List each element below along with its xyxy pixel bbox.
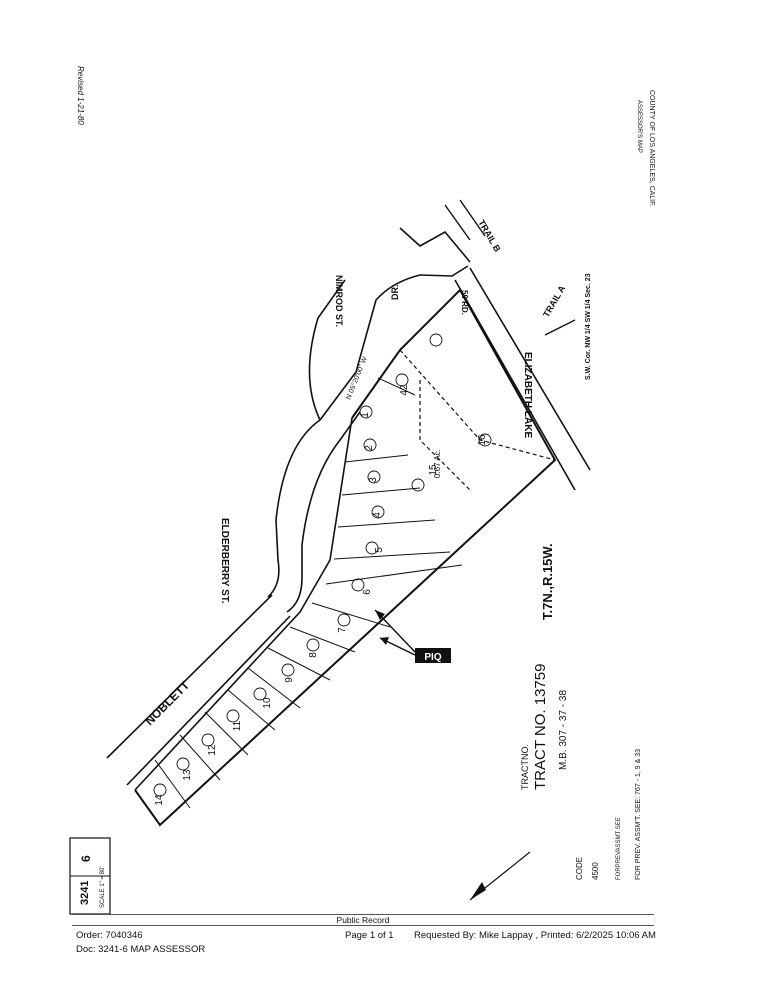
piq-marker: PIQ <box>374 609 451 663</box>
tract-boundary <box>134 288 557 827</box>
tract-prefix: TRACTNO. <box>520 744 530 790</box>
page-indicator: Page 1 of 1 <box>345 930 394 941</box>
street-elderberry: ELDERBERRY ST. <box>219 518 230 604</box>
lot-42: 42 <box>399 384 410 396</box>
street-nimrod: NIMROD ST. <box>334 275 344 327</box>
lot-lines <box>154 377 463 809</box>
lot-9: 9 <box>284 677 295 683</box>
assessor-map-label: ASSESSOR'S MAP <box>636 100 642 153</box>
order-number: Order: 7040346 <box>76 930 143 941</box>
code-value: 4500 <box>591 862 600 880</box>
lot-4: 4 <box>372 512 383 518</box>
lot-13: 13 <box>182 769 193 781</box>
map-book: M.B. 307 - 37 - 38 <box>558 690 569 770</box>
requested-by: Requested By: Mike Lappay , Printed: 6/2… <box>414 930 656 941</box>
county-label: COUNTY OF LOS ANGELES, CALIF. <box>648 90 655 207</box>
map-header: ASSESSOR'S MAP COUNTY OF LOS ANGELES, CA… <box>76 66 655 207</box>
public-record-bar: Public Record <box>72 914 654 926</box>
book-page-box: 3241 6 SCALE 1" = 80' <box>69 837 111 915</box>
lot-8: 8 <box>308 652 319 658</box>
book-number: 3241 <box>79 881 91 905</box>
sw-corner-note: S.W. Cor. NW 1/4 SW 1/4 Sec. 23 <box>585 273 592 380</box>
acreage: 0.67 Ac. <box>433 449 442 478</box>
lot-11: 11 <box>232 720 243 731</box>
document-id: Doc: 3241-6 MAP ASSESSOR <box>76 944 206 955</box>
revised-note: Revised 1-21-80 <box>76 66 85 125</box>
lot-6: 6 <box>362 589 373 595</box>
lot-circles <box>153 333 492 797</box>
code-label: CODE <box>575 857 584 880</box>
lot-7: 7 <box>337 627 348 633</box>
lot-15: 15 <box>428 464 439 476</box>
street-rd: 50 RD. <box>460 290 469 315</box>
township: T.7N.,R.15W. <box>540 543 555 620</box>
bearing-label: N 05°20'00" W <box>344 355 369 401</box>
scale-label: SCALE 1" = 80' <box>100 867 106 908</box>
north-arrow-icon <box>469 851 531 901</box>
street-trail-b: TRAIL B <box>476 218 503 254</box>
piq-label: PIQ <box>424 652 441 663</box>
prev-assmt: FOR PREV. ASSM'T. SEE: 767 - 1, 9 & 33 <box>635 749 642 880</box>
lot-3: 3 <box>368 477 379 483</box>
lot-2: 2 <box>364 445 375 451</box>
page-number: 6 <box>79 855 93 862</box>
lot-5: 5 <box>374 547 385 553</box>
lot-numbers: 1 2 3 4 5 6 7 8 9 10 11 12 13 14 15 16 4… <box>154 384 488 806</box>
street-noblett: NOBLETT <box>142 678 192 728</box>
street-trail-a: TRAIL A <box>541 283 567 319</box>
street-dr: DR. <box>390 285 400 301</box>
tract-title-block: TRACTNO. TRACT NO. 13759 M.B. 307 - 37 -… <box>520 543 642 880</box>
prev-assmt-small: FORPREVASSMT SEE <box>616 817 622 880</box>
tract-title: TRACT NO. 13759 <box>532 664 549 790</box>
street-names: NOBLETT ELDERBERRY ST. NIMROD ST. DR. TR… <box>142 218 592 728</box>
public-record-label: Public Record <box>336 915 390 925</box>
lot-14: 14 <box>154 794 165 806</box>
lot-16: 16 <box>477 434 488 446</box>
street-elizabeth-lake: ELIZABETH LAKE <box>522 352 533 438</box>
lot-12: 12 <box>207 744 218 756</box>
lot-10: 10 <box>262 697 273 709</box>
lot-1: 1 <box>360 412 371 418</box>
